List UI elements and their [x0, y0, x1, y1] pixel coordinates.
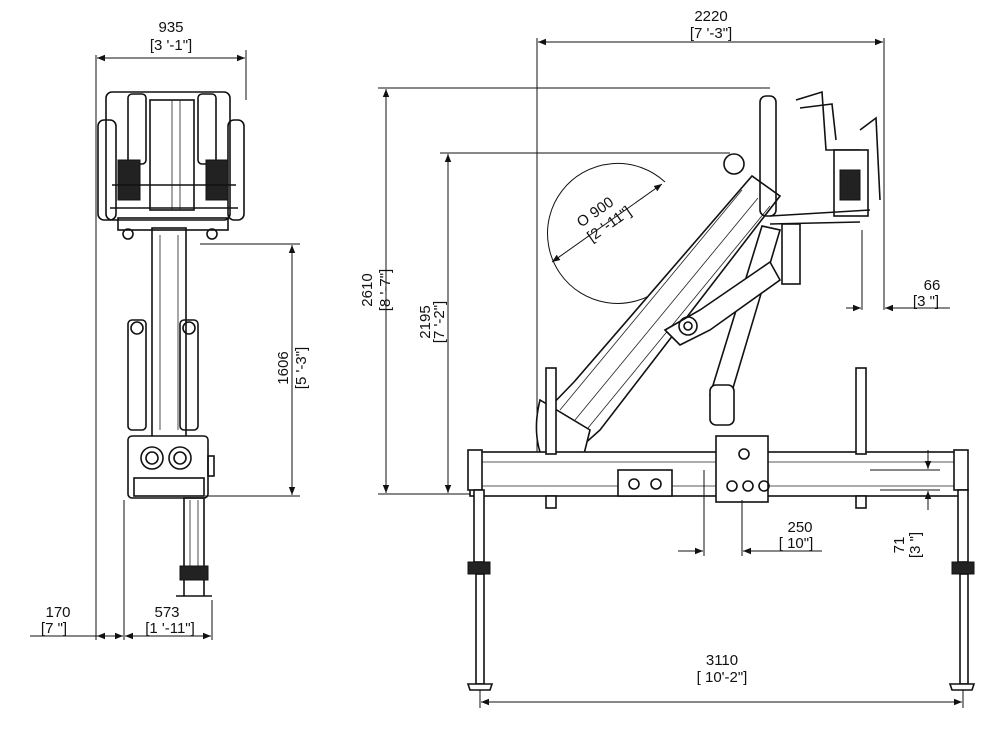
front-platform — [97, 91, 245, 240]
dimension-outrigger-span: 3110 [ 10'-2"] — [479, 652, 964, 708]
side-platform — [759, 90, 881, 285]
column-offset-imperial: [ 10"] — [779, 535, 814, 552]
front-base — [127, 435, 215, 597]
leg-offset-mm: 71 — [891, 537, 908, 554]
side-boom — [535, 153, 782, 471]
dimension-side-width: 2220 [7 '-3"] — [536, 8, 885, 470]
side-height-boom-imperial: [7 '-2"] — [431, 301, 448, 343]
front-offset-mm: 170 — [45, 604, 70, 621]
right-offset-mm: 66 — [924, 277, 941, 294]
dimension-front-height: 1606 [5 '-3"] — [200, 243, 310, 497]
column-offset-mm: 250 — [787, 519, 812, 536]
side-view: 2220 [7 '-3"] 2610 [8 '-7"] 2195 [7 '-2"… — [359, 8, 976, 708]
dimension-front-bottom: 170 [7 "] 573 [1 '-11"] — [30, 500, 213, 640]
front-height-imperial: [5 '-3"] — [293, 347, 310, 389]
side-width-mm: 2220 — [694, 8, 727, 25]
dimension-right-offset: 66 [3 "] — [846, 230, 950, 312]
dimension-leg-offset: 71 [3 "] — [870, 450, 940, 558]
side-width-imperial: [7 '-3"] — [690, 25, 732, 42]
front-width-imperial: [3 '-1"] — [150, 37, 192, 54]
outrigger-span-mm: 3110 — [706, 652, 738, 669]
front-view: 935 [3 '-1"] — [30, 19, 310, 640]
front-column — [127, 227, 199, 439]
front-height-mm: 1606 — [275, 351, 292, 384]
side-height-boom-mm: 2195 — [417, 305, 434, 338]
leg-offset-imperial: [3 "] — [907, 532, 924, 558]
dimension-front-width: 935 [3 '-1"] — [95, 19, 247, 640]
side-base-frame — [469, 367, 961, 509]
front-width-mm: 935 — [158, 19, 183, 36]
outrigger-span-imperial: [ 10'-2"] — [697, 669, 748, 686]
right-offset-imperial: [3 "] — [913, 293, 939, 310]
dimension-side-heights: 2610 [8 '-7"] 2195 [7 '-2"] — [359, 87, 770, 495]
front-offset-imperial: [7 "] — [41, 620, 67, 637]
side-height-total-imperial: [8 '-7"] — [377, 269, 394, 311]
side-height-total-mm: 2610 — [359, 273, 376, 306]
outrigger-legs — [466, 449, 976, 691]
front-base-imperial: [1 '-11"] — [145, 620, 195, 637]
dimension-column-offset: 250 [ 10"] — [678, 470, 822, 556]
front-base-mm: 573 — [154, 604, 179, 621]
